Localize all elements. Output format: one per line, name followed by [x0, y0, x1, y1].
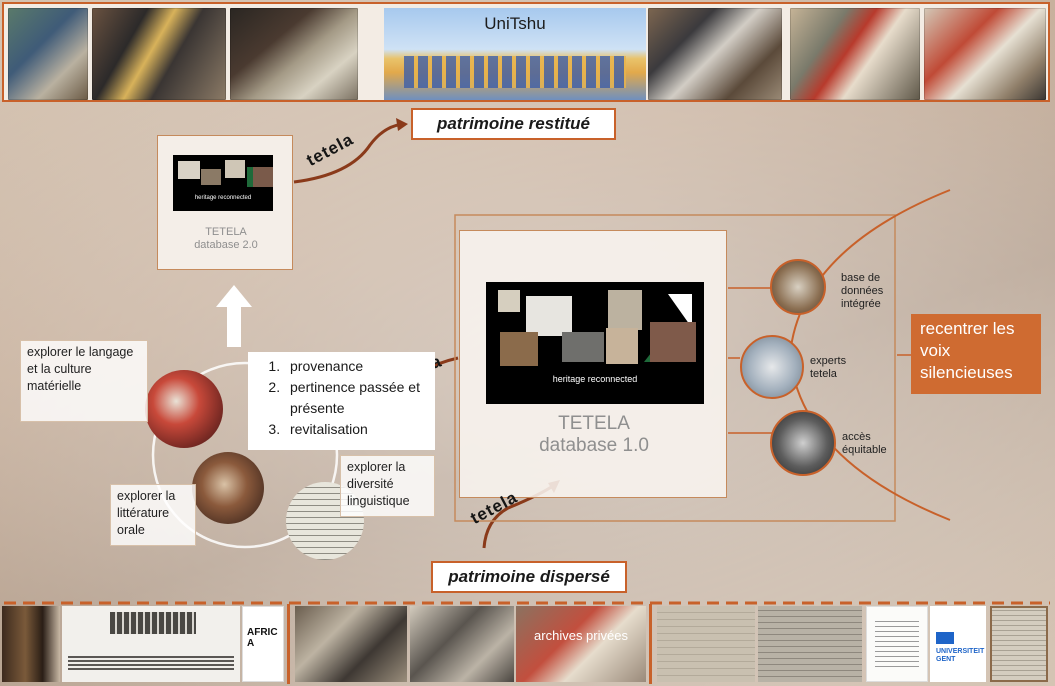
bottom-photo-strip: AFRICA archives privées UNIVERSITEIT GEN… [2, 602, 1050, 684]
africa-logo: AFRICA [242, 606, 284, 682]
db2-title-line2: database 2.0 [194, 239, 258, 251]
outcome-frame [454, 214, 896, 522]
db1-screen-caption: heritage reconnected [552, 374, 638, 384]
ugent-logo: UNIVERSITEIT GENT [930, 606, 986, 682]
ugent-logo-mark [936, 632, 954, 644]
explore-litterature-label: explorer la littérature orale [110, 484, 196, 546]
photo-manuscript-1 [657, 606, 755, 682]
outcome-circle-access [770, 410, 836, 476]
photo-assembly [790, 8, 920, 100]
explore-circle-material [145, 370, 223, 448]
explore-circle-oral [192, 452, 264, 524]
photo-manuscript-2 [758, 606, 862, 682]
unitshu-label: UniTshu [484, 14, 546, 33]
top-photo-strip: UniTshu [2, 2, 1050, 102]
strip-separator [649, 604, 652, 684]
strip-separator [287, 604, 290, 684]
thumb [225, 160, 245, 178]
photo-workshop-laptop [230, 8, 358, 100]
db1-card: heritage reconnected TETELA database 1.0 [459, 230, 727, 498]
criteria-item: revitalisation [284, 419, 435, 440]
building-facade [404, 56, 626, 88]
letter-lines [875, 621, 919, 667]
photo-man-laptop [92, 8, 226, 100]
explore-diversite-label: explorer la diversité linguistique [340, 455, 435, 517]
arrowhead-icon [396, 118, 408, 131]
thumb [562, 332, 604, 362]
thumb [608, 290, 642, 330]
thumb [500, 332, 538, 366]
photo-artifacts [62, 606, 240, 682]
outcome-circle-experts [740, 335, 804, 399]
thumb [526, 296, 572, 336]
banner-patrimoine-restitue: patrimoine restitué [411, 108, 616, 140]
curved-arrow-icon [293, 122, 406, 184]
db2-screen-caption: heritage reconnected [194, 195, 252, 201]
archives-label: archives privées [534, 628, 628, 643]
outcome-circle-database [770, 259, 826, 315]
explore-langage-label: explorer le langage et la culture matéri… [20, 340, 148, 422]
photo-notebook [990, 606, 1048, 682]
thumb [201, 169, 221, 185]
thumb [498, 290, 520, 312]
criteria-item: pertinence passée et présente [284, 377, 435, 419]
photo-unitshu-building: UniTshu [384, 8, 646, 100]
callout-recentrer: recentrer les voix silencieuses [911, 314, 1041, 394]
thumb [178, 161, 200, 179]
db1-title-line1: TETELA [558, 413, 630, 434]
db1-screen: heritage reconnected [486, 282, 704, 404]
db2-screen: heritage reconnected [173, 155, 273, 211]
thumb [606, 328, 638, 364]
outcome-label-experts: experts tetela [810, 355, 847, 380]
photo-group-discussion [924, 8, 1046, 100]
thumb [247, 167, 273, 187]
explore-ring [151, 361, 339, 549]
photo-letter [866, 606, 928, 682]
banner-patrimoine-disperse: patrimoine dispersé [431, 561, 627, 593]
photo-archive-boxes [295, 606, 407, 682]
db1-title-line2: database 1.0 [539, 435, 649, 456]
up-arrow-icon [216, 285, 252, 347]
photo-shield [2, 606, 60, 682]
photo-archive-papers [410, 606, 514, 682]
photo-elders-seated [648, 8, 782, 100]
artifact-spears [68, 656, 234, 670]
thumb [650, 322, 696, 362]
artifact-belt [110, 612, 196, 634]
db2-card: heritage reconnected TETELA database 2.0 [157, 135, 293, 270]
outcome-label-database: base de données intégrée [841, 272, 884, 310]
db2-title-line1: TETELA [205, 226, 247, 238]
photo-community-meeting [8, 8, 88, 100]
criteria-item: provenance [284, 356, 435, 377]
outcome-label-access: accès équitable [842, 431, 887, 456]
photo-private-archives: archives privées [516, 606, 646, 682]
criteria-list: provenance pertinence passée et présente… [248, 352, 435, 450]
